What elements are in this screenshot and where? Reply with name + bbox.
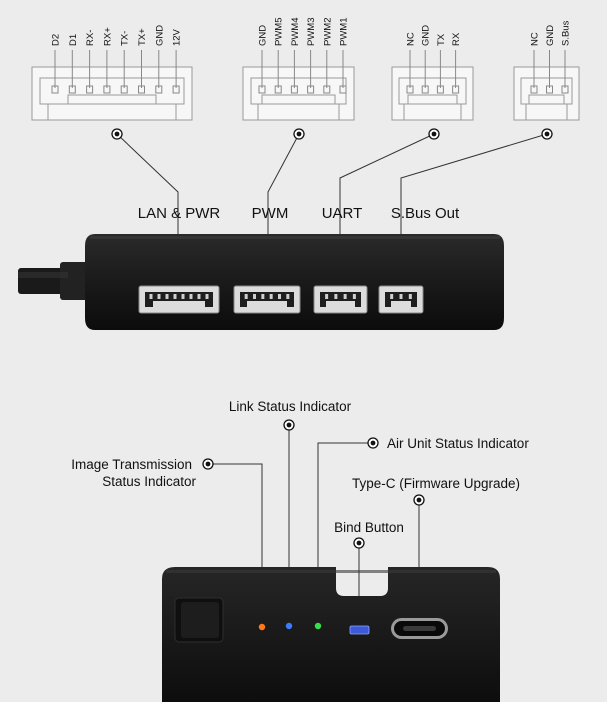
- port-pin-0-5: [189, 294, 193, 299]
- port-pins: [149, 294, 412, 299]
- label-air-unit-status: Air Unit Status Indicator: [387, 436, 529, 451]
- pin-contact-uart-2: [436, 85, 444, 94]
- label-image-transmission-2: Status Indicator: [102, 474, 196, 489]
- port-pin-2-0: [325, 294, 329, 299]
- port-label-pwm: PWM: [252, 205, 289, 222]
- port-pin-0-2: [165, 294, 169, 299]
- pin-label-pwm-4: PWM2: [322, 18, 333, 47]
- port-pin-1-0: [244, 294, 248, 299]
- led-image-transmission: [258, 623, 266, 631]
- pin-label-lan-7: 12V: [172, 28, 183, 46]
- receiver-front-view: [162, 567, 500, 702]
- pin-contact-lan-5: [138, 85, 145, 94]
- pin-label-lan-4: TX-: [120, 31, 131, 46]
- port-pin-2-3: [352, 294, 356, 299]
- label-bind-button: Bind Button: [334, 520, 404, 535]
- port-pin-3-1: [399, 294, 403, 299]
- port-label-sbus: S.Bus Out: [391, 205, 460, 222]
- pin-contact-pwm-0: [258, 85, 266, 94]
- leader-dots-bottom: [202, 419, 425, 549]
- pin-label-sbus-0: NC: [530, 32, 541, 46]
- port-pin-1-3: [269, 294, 273, 299]
- pin-label-lan-0: D2: [51, 34, 62, 46]
- port-pin-0-3: [173, 294, 177, 299]
- port-pin-3-0: [390, 294, 394, 299]
- pin-contact-pwm-3: [307, 85, 315, 94]
- pin-contact-lan-2: [86, 85, 94, 94]
- port-pin-0-6: [197, 294, 201, 299]
- pin-contact-uart-0: [406, 85, 414, 94]
- port-sbus: [378, 285, 424, 314]
- label-image-transmission-1: Image Transmission: [71, 457, 192, 472]
- pin-contact-pwm-4: [323, 85, 331, 94]
- port-pin-0-0: [149, 294, 153, 299]
- pin-contact-pwm-1: [274, 85, 282, 94]
- pin-contact-sbus-2: [561, 85, 569, 94]
- pin-label-pwm-2: PWM4: [290, 18, 301, 47]
- pin-label-lan-1: D1: [68, 34, 79, 46]
- port-pin-2-2: [343, 294, 347, 299]
- port-pin-3-2: [408, 294, 412, 299]
- pin-leads: [51, 50, 569, 94]
- pin-contact-uart-3: [452, 85, 460, 94]
- pin-label-uart-2: TX: [436, 33, 447, 46]
- pin-contact-lan-4: [120, 85, 128, 94]
- label-link-status: Link Status Indicator: [229, 399, 352, 414]
- receiver-rear-view: [18, 234, 504, 330]
- pin-label-lan-5: TX+: [137, 28, 148, 46]
- port-pin-1-2: [261, 294, 265, 299]
- led-air-unit-status: [314, 622, 322, 630]
- port-pin-2-1: [334, 294, 338, 299]
- pin-contact-pwm-5: [339, 85, 347, 94]
- pin-contact-lan-6: [155, 85, 163, 94]
- port-pin-1-4: [278, 294, 281, 299]
- pin-label-lan-2: RX-: [85, 30, 96, 46]
- port-pin-1-5: [286, 294, 290, 299]
- port-pin-0-1: [157, 294, 161, 299]
- port-pwm: [233, 285, 301, 314]
- pin-contact-pwm-2: [290, 85, 298, 94]
- typec-port[interactable]: [391, 618, 448, 639]
- pin-contact-lan-7: [172, 85, 180, 94]
- port-pin-0-4: [181, 294, 185, 299]
- port-lan: [138, 285, 220, 314]
- pin-label-lan-6: GND: [154, 25, 165, 46]
- pin-label-lan-3: RX+: [102, 27, 113, 46]
- pin-label-sbus-1: GND: [545, 25, 556, 46]
- pin-contact-lan-3: [103, 85, 111, 94]
- port-label-uart: UART: [322, 205, 363, 222]
- pin-label-pwm-5: PWM1: [339, 18, 350, 47]
- pin-label-pwm-3: PWM3: [306, 18, 317, 47]
- port-pin-0-7: [205, 294, 209, 299]
- leader-dots-top: [111, 128, 553, 140]
- led-link-status: [285, 622, 293, 630]
- pin-label-uart-1: GND: [421, 25, 432, 46]
- pin-label-uart-3: RX: [451, 32, 462, 46]
- pin-labels: D2 D1 RX- RX+ TX- TX+ GND 12V GND PWM5 PWM4 PWM3 PWM…: [51, 18, 572, 47]
- connector-diagram-uart: [391, 66, 474, 121]
- port-label-lan: LAN & PWR: [138, 205, 221, 222]
- pin-contact-sbus-0: [530, 85, 538, 94]
- port-pin-1-1: [253, 294, 256, 299]
- label-typec: Type-C (Firmware Upgrade): [352, 476, 520, 491]
- pin-label-pwm-1: PWM5: [274, 18, 285, 47]
- bind-button[interactable]: [349, 625, 370, 635]
- pin-contact-lan-0: [51, 85, 59, 94]
- pin-contact-sbus-1: [546, 85, 553, 94]
- pin-label-sbus-2: S.Bus: [561, 20, 572, 46]
- pin-label-pwm-0: GND: [258, 25, 269, 46]
- pin-contact-uart-1: [421, 85, 429, 94]
- pin-contact-lan-1: [68, 85, 76, 94]
- port-uart: [313, 285, 368, 314]
- connector-diagram-lan: [31, 66, 193, 121]
- pin-label-uart-0: NC: [406, 32, 417, 46]
